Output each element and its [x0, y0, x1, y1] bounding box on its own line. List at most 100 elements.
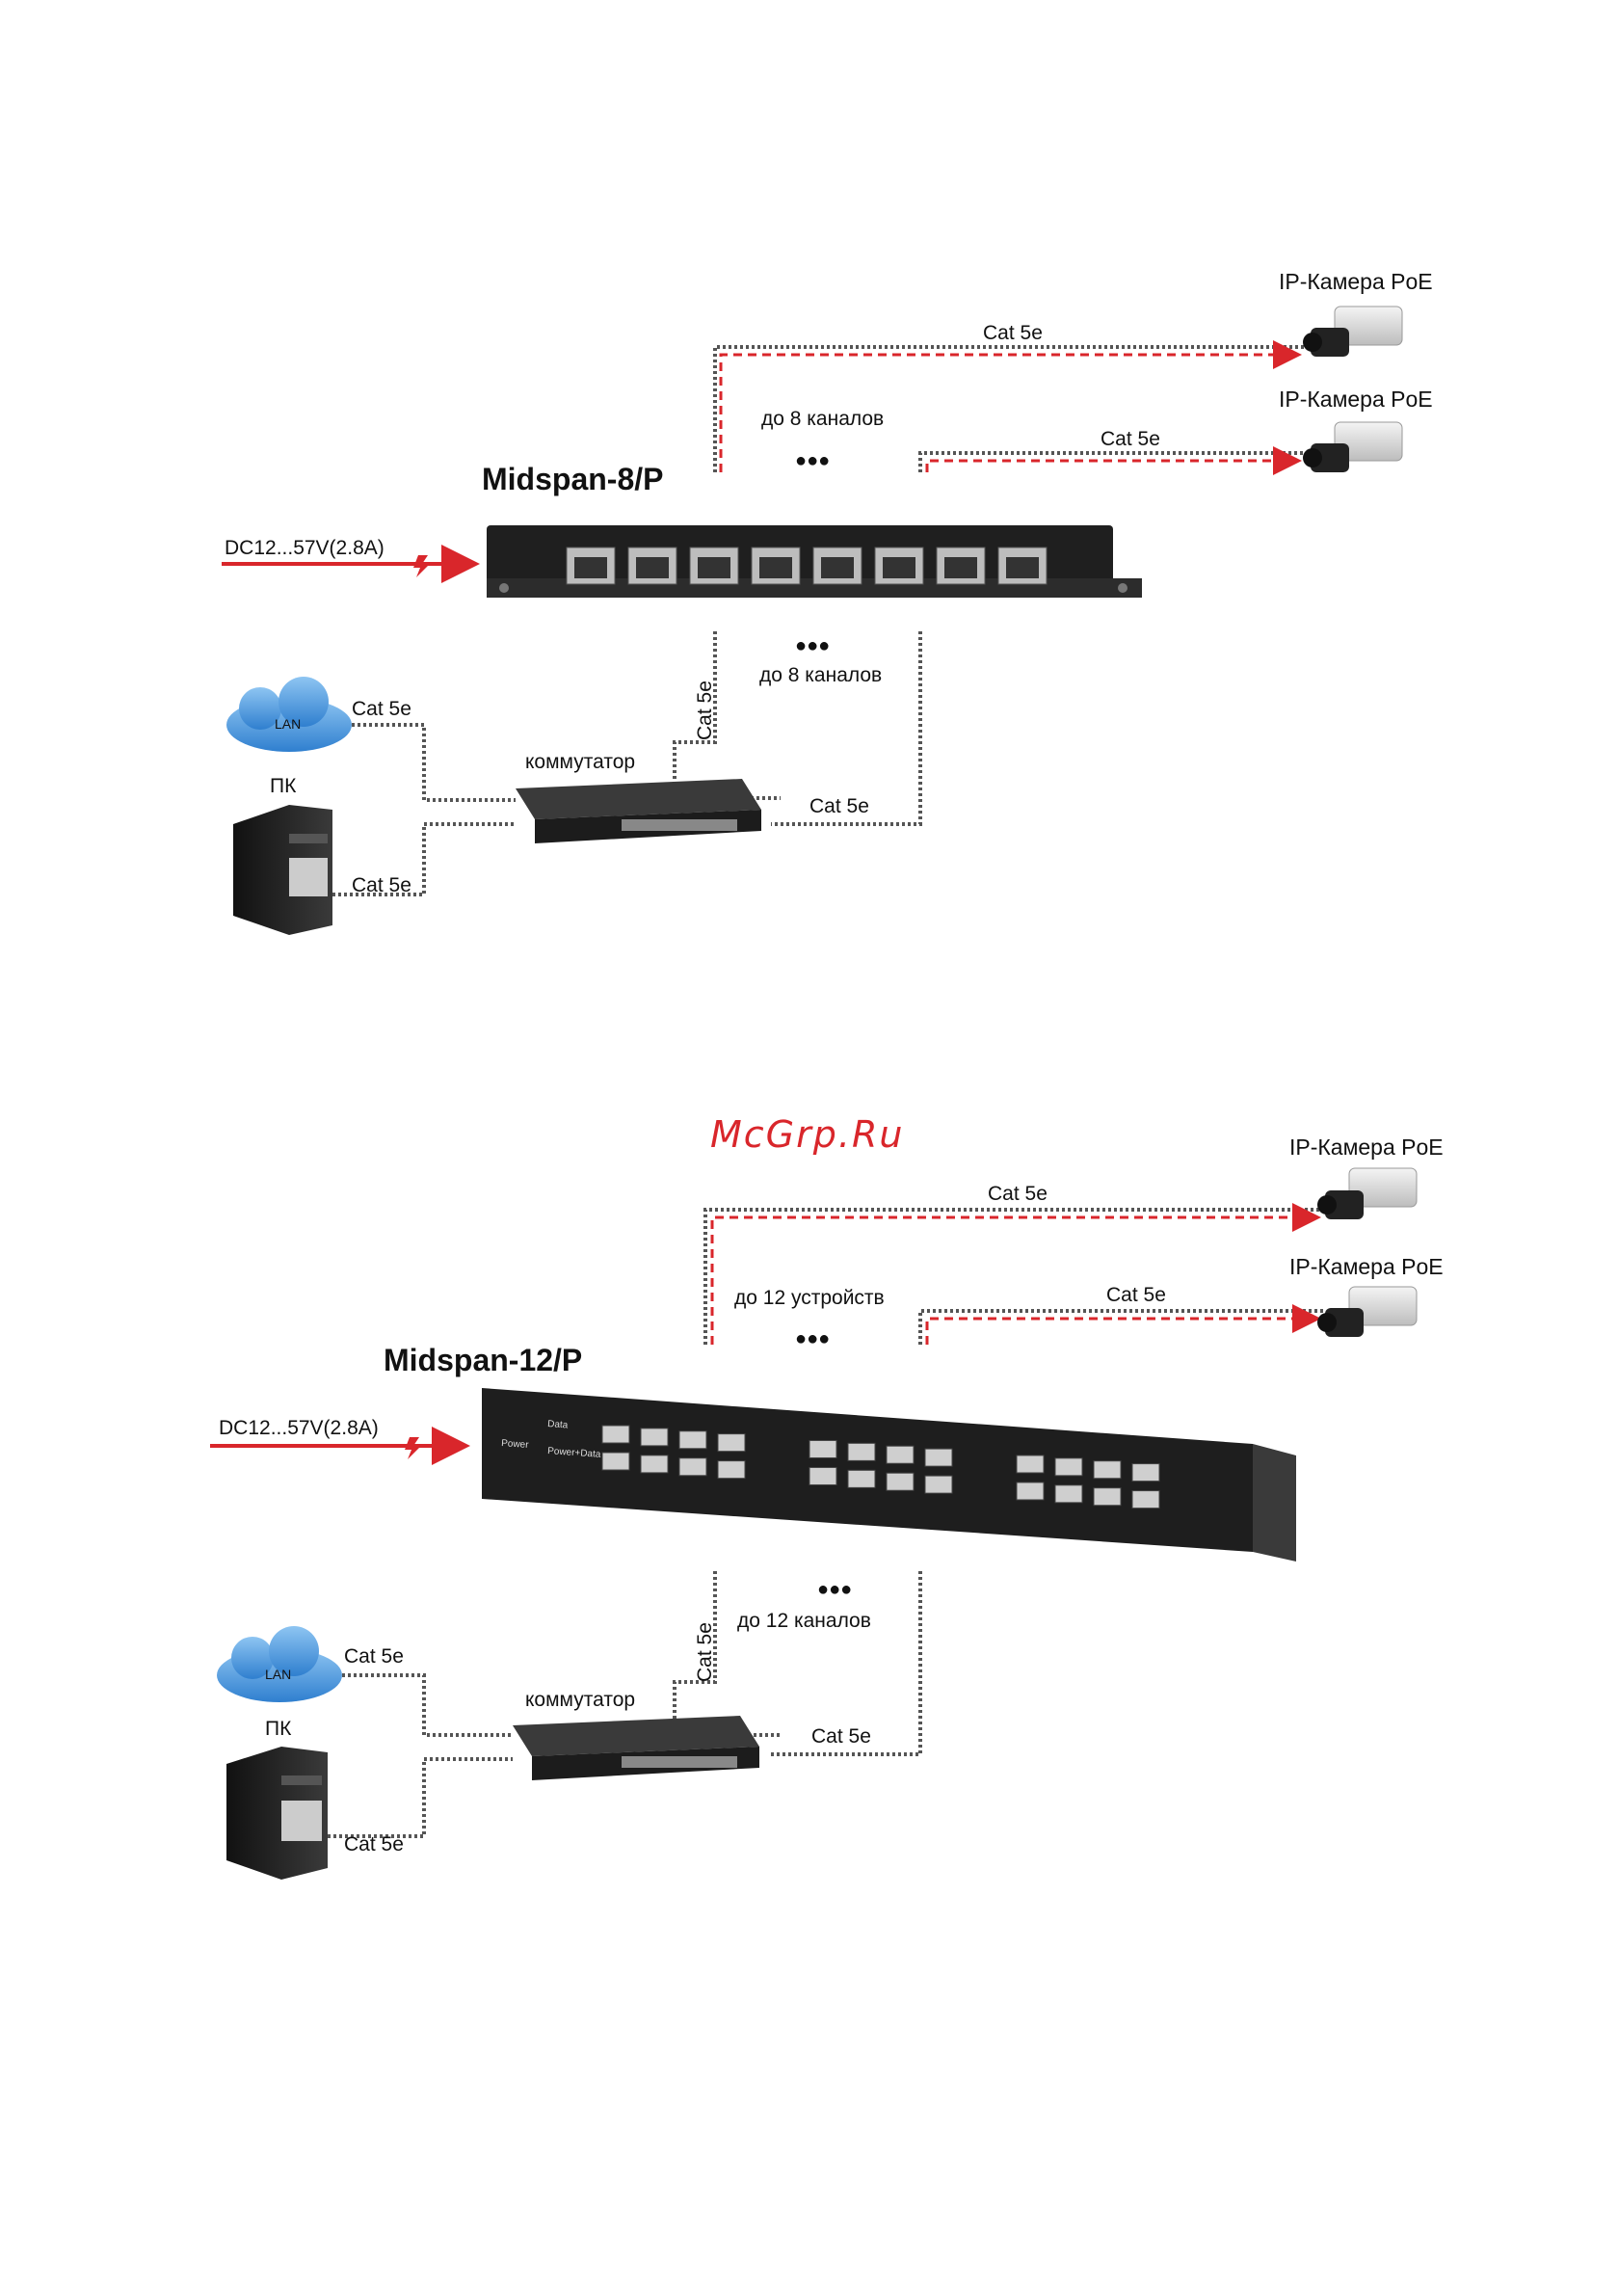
diagram2-rj45-port: [1016, 1455, 1045, 1474]
diagram2-rj45-port: [717, 1460, 746, 1480]
diagram2-lan-cable: [342, 1673, 513, 1737]
diagram1-camera1-label: IP-Камера PoE: [1279, 269, 1433, 294]
diagram1-rj45-port-socket: [944, 557, 977, 578]
diagram2-rj45-port: [1054, 1457, 1083, 1477]
diagram1-power-label: DC12...57V(2.8A): [225, 537, 385, 559]
diagram2-dots-bottom: ●●●: [817, 1579, 852, 1600]
diagram1-dots-top: ●●●: [795, 450, 830, 471]
diagram1-lan-cable-label: Cat 5e: [352, 698, 411, 720]
diagram1-pc-label: ПК: [270, 775, 297, 797]
diagram2-lan-cloud-icon: LAN: [217, 1626, 342, 1702]
diagram2-switch-cable-label: Cat 5e: [811, 1725, 871, 1748]
diagram1-lan-label: LAN: [275, 716, 301, 732]
diagram1-rj45-port-socket: [821, 557, 854, 578]
diagram1-midspan-device: [487, 525, 1142, 598]
diagram2-cable-top-1-label: Cat 5e: [988, 1183, 1048, 1205]
diagram2-cable-vertical-label: Cat 5e: [694, 1622, 716, 1682]
diagram2-poe-path-2: [925, 1304, 1321, 1345]
diagram1-port-row: [566, 547, 1048, 585]
diagram2-panel-data-label: Data: [547, 1419, 569, 1430]
diagram2-cable-top-1: [703, 1208, 1325, 1345]
diagram2-power-bolt-icon: [405, 1437, 421, 1459]
diagram2-panel-power-label: Power: [501, 1438, 530, 1451]
diagram2-power-label: DC12...57V(2.8A): [219, 1417, 379, 1439]
diagram1-cable-top-1: [713, 345, 1311, 472]
diagram2-lan-cable-label: Cat 5e: [344, 1645, 404, 1668]
diagram2-rj45-port: [1093, 1487, 1122, 1507]
diagram2-midspan-panel: Data Power+Data Power: [482, 1388, 1296, 1562]
diagram2-channels-bottom: до 12 каналов: [737, 1610, 871, 1632]
diagram2-devices-top: до 12 устройств: [734, 1287, 885, 1309]
diagram1-power-bolt-icon: [413, 555, 430, 577]
diagram1-cable-vertical: [673, 631, 781, 800]
diagram1-cable-vertical-label: Cat 5e: [694, 681, 716, 740]
diagram1-cable-top-2: [918, 451, 1311, 472]
diagram2-dots-top: ●●●: [795, 1328, 830, 1349]
diagram1-camera2-icon: [1303, 421, 1403, 472]
diagram1-pc-icon: [233, 805, 332, 935]
diagram2-rj45-port: [886, 1445, 915, 1464]
diagram2-cable-top-2: [918, 1309, 1325, 1345]
diagram1-cable-top-2-label: Cat 5e: [1101, 428, 1160, 450]
diagram2-rj45-port: [1131, 1463, 1160, 1482]
diagram2-rj45-port: [924, 1475, 953, 1494]
diagram2-rj45-port: [601, 1452, 630, 1471]
diagram1-rj45-port-socket: [883, 557, 915, 578]
diagram2-rj45-port: [678, 1457, 707, 1477]
watermark: McGrp.Ru: [710, 1113, 904, 1156]
diagram2-pc-cable-label: Cat 5e: [344, 1833, 404, 1855]
diagram1-rj45-port-socket: [698, 557, 730, 578]
diagram1-channels-top: до 8 каналов: [761, 408, 884, 430]
diagram-midspan-8: Midspan-8/P DC12...57V(2.8A) Cat 5e Cat …: [222, 269, 1433, 935]
diagram1-cable-switch: [771, 631, 922, 826]
diagram2-pc-cable: [328, 1757, 513, 1838]
diagram1-rj45-port-socket: [574, 557, 607, 578]
diagram2-rj45-port: [1054, 1484, 1083, 1504]
diagram2-poe-path-1: [710, 1203, 1321, 1345]
diagram1-poe-path-2: [925, 446, 1302, 475]
diagram2-camera2-icon: [1317, 1286, 1418, 1337]
diagram-midspan-12: Midspan-12/P DC12...57V(2.8A) Data Power…: [210, 1135, 1444, 1880]
diagram2-rj45-port: [640, 1455, 669, 1474]
diagram1-title: Midspan-8/P: [482, 462, 663, 496]
diagram1-lan-cable: [352, 723, 516, 802]
diagram1-poe-path-1: [719, 340, 1302, 472]
diagram2-rj45-port: [886, 1472, 915, 1491]
diagram2-cable-top-2-label: Cat 5e: [1106, 1284, 1166, 1306]
diagram1-camera2-label: IP-Камера PoE: [1279, 387, 1433, 412]
diagram2-rj45-port: [601, 1425, 630, 1444]
diagram2-rj45-port: [1131, 1490, 1160, 1509]
diagram1-camera1-icon: [1303, 306, 1403, 357]
diagram1-dots-bottom: ●●●: [795, 635, 830, 656]
diagram2-switch-label: коммутатор: [525, 1689, 635, 1711]
diagram1-rj45-port-socket: [636, 557, 669, 578]
diagram2-rj45-port: [640, 1428, 669, 1447]
diagram2-pc-label: ПК: [265, 1718, 292, 1740]
diagram1-cable-top-1-label: Cat 5e: [983, 322, 1043, 344]
diagram2-title: Midspan-12/P: [384, 1343, 582, 1377]
diagram1-rj45-port-socket: [1006, 557, 1039, 578]
diagram1-channels-bottom: до 8 каналов: [759, 664, 882, 686]
diagram2-camera2-label: IP-Камера PoE: [1289, 1254, 1444, 1279]
diagram1-pc-cable-label: Cat 5e: [352, 874, 411, 896]
diagram2-rj45-port: [717, 1433, 746, 1453]
diagram1-rj45-port-socket: [759, 557, 792, 578]
diagram2-cable-vertical: [673, 1571, 781, 1737]
diagram2-rj45-port: [809, 1439, 837, 1458]
diagram2-rj45-port: [1093, 1460, 1122, 1480]
diagram1-switch-icon: [516, 779, 761, 843]
diagram2-camera1-icon: [1317, 1167, 1418, 1219]
diagram1-lan-cloud-icon: LAN: [226, 677, 352, 752]
diagram2-rj45-port: [678, 1430, 707, 1450]
diagram2-rj45-port: [847, 1469, 876, 1488]
diagram2-pc-icon: [226, 1747, 328, 1880]
diagram2-panel-power-data-label: Power+Data: [547, 1446, 601, 1460]
diagram2-rj45-port: [1016, 1482, 1045, 1501]
diagram1-switch-cable-label: Cat 5e: [809, 795, 869, 817]
diagram2-lan-label: LAN: [265, 1667, 291, 1682]
diagram2-switch-icon: [513, 1716, 759, 1780]
diagram2-rj45-port: [924, 1448, 953, 1467]
diagram2-port-grid: [601, 1425, 1160, 1509]
diagram2-rj45-port: [847, 1442, 876, 1461]
